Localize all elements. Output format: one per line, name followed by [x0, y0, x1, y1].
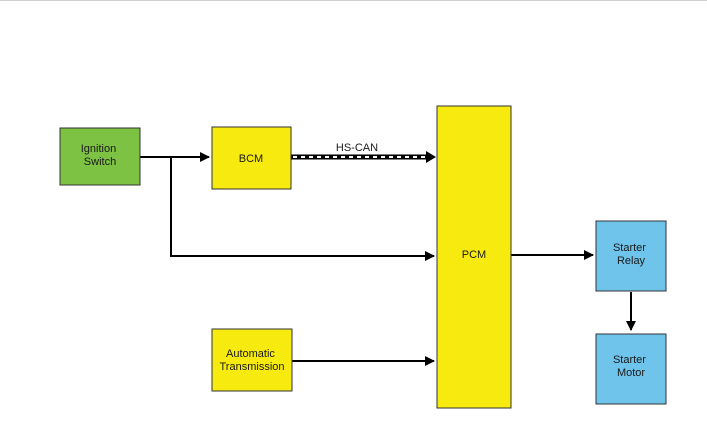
starter-relay-label: Starter Relay — [613, 242, 649, 267]
automatic-transmission-label-line2: Transmission — [220, 361, 285, 373]
connectors — [140, 151, 636, 366]
ignition-switch-box — [59, 127, 141, 186]
ignition-switch-label: Ignition Switch — [81, 143, 120, 168]
ignition-switch-label-line2: Switch — [84, 156, 116, 168]
ignition-switch-label-line1: Ignition — [81, 143, 116, 155]
top-divider — [0, 0, 707, 1]
starter-motor-node: Starter Motor — [595, 333, 667, 405]
ignition-to-pcm-arrow — [170, 157, 435, 261]
pcm-box — [436, 105, 512, 409]
starter-motor-label: Starter Motor — [613, 354, 649, 379]
hs-can-label: HS-CAN — [336, 142, 378, 154]
starter-relay-label-line1: Starter — [613, 242, 646, 254]
hs-can-bus-arrowhead — [426, 151, 436, 163]
pcm-node: PCM — [436, 105, 512, 409]
starter-motor-label-line1: Starter — [613, 354, 646, 366]
ignition-switch-node: Ignition Switch — [59, 127, 141, 186]
bcm-label: BCM — [239, 153, 263, 165]
starter-motor-box — [595, 333, 667, 405]
automatic-transmission-label: Automatic Transmission — [220, 348, 285, 373]
bcm-node: BCM — [211, 126, 292, 190]
starter-relay-node: Starter Relay — [595, 220, 667, 292]
bcm-box — [211, 126, 292, 190]
starter-relay-box — [595, 220, 667, 292]
automatic-transmission-label-line1: Automatic — [226, 348, 275, 360]
automatic-transmission-box — [211, 328, 293, 392]
pcm-label: PCM — [462, 249, 486, 261]
automatic-transmission-node: Automatic Transmission — [211, 328, 293, 392]
starter-motor-label-line2: Motor — [617, 367, 645, 379]
starter-relay-label-line2: Relay — [617, 255, 646, 267]
